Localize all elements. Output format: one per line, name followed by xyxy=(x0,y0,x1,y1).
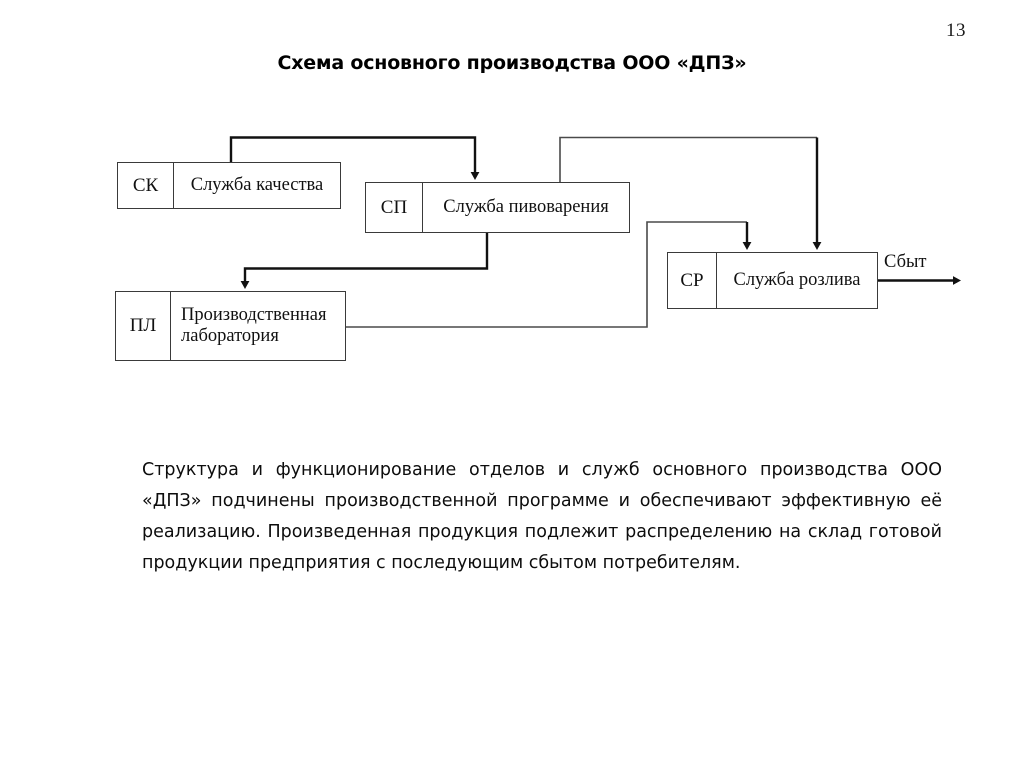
node-code-pl: ПЛ xyxy=(116,292,171,360)
node-sluzhba-pivovareniya[interactable]: СП Служба пивоварения xyxy=(365,182,630,233)
node-code-sk: СК xyxy=(118,163,174,208)
connector-sk-to-sp xyxy=(229,136,480,180)
node-sluzhba-kachestva[interactable]: СК Служба качества xyxy=(117,162,341,209)
node-proizvodstvennaya-laboratoriya[interactable]: ПЛ Производственная лаборатория xyxy=(115,291,346,361)
connector-sp-to-pl xyxy=(240,233,489,289)
node-label-pl: Производственная лаборатория xyxy=(181,304,327,346)
node-label-sr: Служба розлива xyxy=(733,269,861,290)
connector-pl-to-sr xyxy=(346,221,752,328)
diagram-title: Схема основного производства ООО «ДПЗ» xyxy=(277,52,747,74)
node-sluzhba-rozliva[interactable]: СР Служба розлива xyxy=(667,252,878,309)
node-code-sr: СР xyxy=(668,253,717,308)
node-label-sp: Служба пивоварения xyxy=(443,196,609,217)
diagram-connectors xyxy=(229,136,961,328)
production-scheme-diagram: СК Служба качества СП Служба пивоварения… xyxy=(115,136,961,361)
node-label-sk: Служба качества xyxy=(190,174,324,195)
edge-label-sbyt: Сбыт xyxy=(884,252,927,272)
connector-sp-to-sr xyxy=(559,136,822,250)
node-code-sp: СП xyxy=(366,183,423,232)
page-number: 13 xyxy=(946,20,966,41)
body-paragraph: Структура и функционирование отделов и с… xyxy=(142,460,942,573)
